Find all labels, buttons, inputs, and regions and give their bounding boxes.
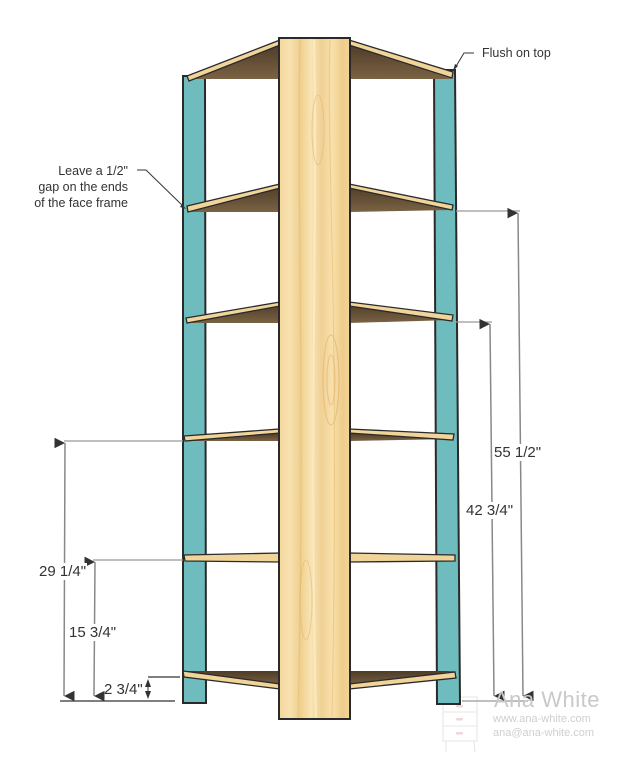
watermark-dresser-icon xyxy=(442,696,478,753)
dimension-label-55-5: 55 1/2" xyxy=(493,444,543,461)
flush-leader xyxy=(453,52,474,71)
center-board xyxy=(278,37,351,720)
shelf-5 xyxy=(183,552,456,563)
dimension-2-75 xyxy=(145,679,151,699)
left-face-frame xyxy=(182,75,208,704)
watermark-title: Ana White xyxy=(494,687,600,712)
right-face-frame xyxy=(432,69,462,705)
gap-note-label: Leave a 1/2" gap on the ends of the face… xyxy=(34,163,128,211)
watermark-website: www.ana-white.com xyxy=(493,713,591,725)
watermark-email: ana@ana-white.com xyxy=(493,727,595,739)
gap-note-line-2: gap on the ends xyxy=(38,180,128,194)
gap-note-line-3: of the face frame xyxy=(34,196,128,210)
dimension-label-2-75: 2 3/4" xyxy=(104,681,143,698)
left-extension-lines xyxy=(60,440,183,702)
dimension-label-42-75: 42 3/4" xyxy=(465,502,515,519)
shelf-2 xyxy=(186,183,454,213)
gap-note-line-1: Leave a 1/2" xyxy=(58,164,128,178)
dimension-label-29-25: 29 1/4" xyxy=(38,563,88,580)
dimension-label-15-75: 15 3/4" xyxy=(68,624,118,641)
shelf-6-bottom xyxy=(182,670,457,690)
gap-leader xyxy=(137,169,186,209)
shelf-3 xyxy=(185,301,454,324)
flush-on-top-label: Flush on top xyxy=(482,46,551,60)
